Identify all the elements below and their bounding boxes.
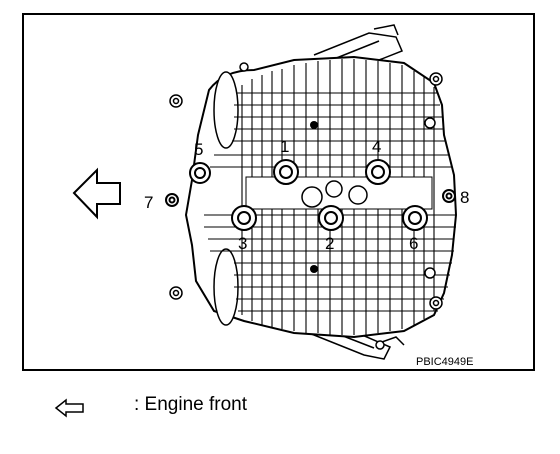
- bolt-3: [231, 205, 257, 231]
- port-hole: [310, 121, 318, 129]
- port-hole: [301, 186, 323, 208]
- bolt-6: [402, 205, 428, 231]
- intake-manifold-diagram: 1 2 3 4 5 6 7 8 PBIC4949E: [72, 24, 473, 368]
- bolt-1: [273, 159, 299, 185]
- bolt-label-1: 1: [280, 137, 289, 156]
- legend: : Engine front: [44, 392, 524, 422]
- bolt-label-6: 6: [409, 234, 418, 253]
- port-hole: [325, 180, 343, 198]
- bolt-label-4: 4: [372, 137, 381, 156]
- bolt-2: [318, 205, 344, 231]
- port-hole: [310, 265, 318, 273]
- plenum-upper: [213, 71, 239, 149]
- port-hole: [348, 185, 368, 205]
- bolt-label-2: 2: [325, 234, 334, 253]
- bolt-label-5: 5: [194, 140, 203, 159]
- legend-text: : Engine front: [134, 394, 248, 415]
- bolt-7: [165, 193, 179, 207]
- bolt-8: [442, 189, 456, 203]
- mounting-tabs: [169, 62, 443, 350]
- figure-code: PBIC4949E: [416, 356, 473, 368]
- bolt-4: [365, 159, 391, 185]
- diagram-frame: 1 2 3 4 5 6 7 8 PBIC4949E: [22, 13, 535, 371]
- bolt-5: [189, 162, 211, 184]
- arrow-left-outline-icon: [54, 398, 84, 418]
- bolt-label-7: 7: [144, 193, 153, 212]
- bolt-label-8: 8: [460, 188, 469, 207]
- engine-front-arrow-icon: [72, 167, 121, 220]
- bolt-label-3: 3: [238, 234, 247, 253]
